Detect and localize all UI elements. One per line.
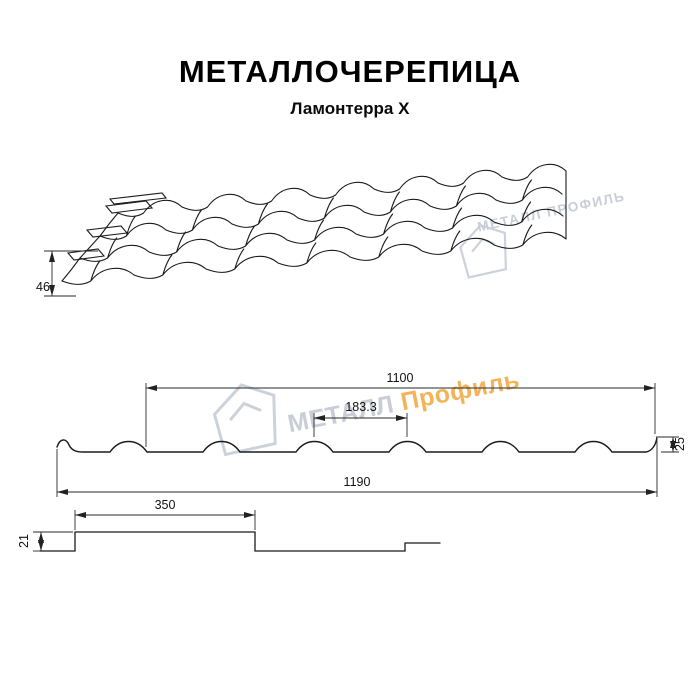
step-profile-section xyxy=(39,531,441,552)
dimension-roof-height xyxy=(44,250,98,297)
profile-dimensions xyxy=(56,383,679,497)
dim-label-full-width: 1190 xyxy=(344,475,371,489)
page-subtitle: Ламонтерра Х xyxy=(290,99,410,118)
page-header: МЕТАЛЛОЧЕРЕПИЦА Ламонтерра Х xyxy=(0,54,700,119)
page-title: МЕТАЛЛОЧЕРЕПИЦА xyxy=(178,54,522,89)
dim-label-cover-width: 1100 xyxy=(387,371,414,385)
step-dimensions xyxy=(33,510,256,552)
dim-label-profile-height: 25 xyxy=(673,437,687,451)
dim-label-wave-pitch: 183.3 xyxy=(345,400,376,414)
profile-cross-section xyxy=(56,436,658,453)
roof-3d-view xyxy=(61,163,567,285)
dim-label-step-height: 21 xyxy=(17,534,31,548)
dim-label-roof-height: 46 xyxy=(36,280,50,294)
dim-label-module-length: 350 xyxy=(155,498,176,512)
